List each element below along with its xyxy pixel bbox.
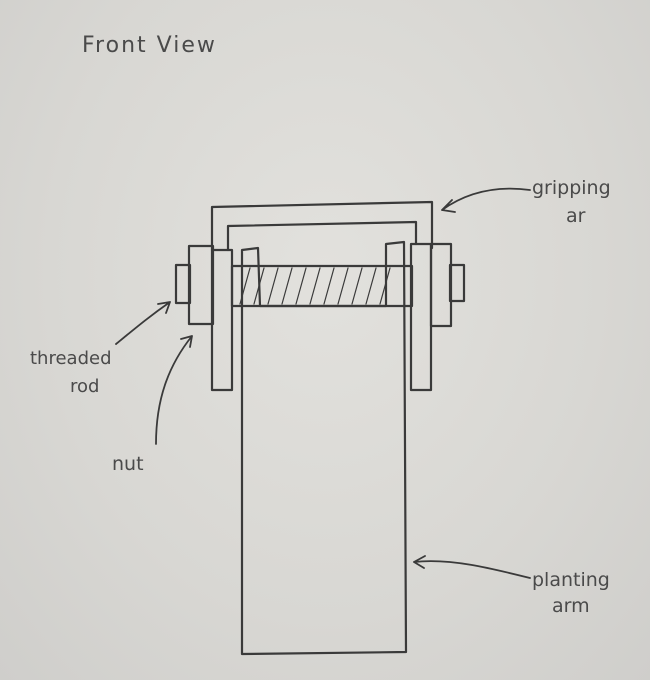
nut-arrow [155,335,193,445]
right-nut-cap [448,263,466,303]
right-nut [429,242,453,328]
planting-arm-label-line1: planting [532,569,610,591]
left-side-plate [210,248,234,392]
threaded-rod-arrow [115,301,171,345]
gripping-arm-outer [210,200,434,252]
left-nut-cap [174,263,192,305]
diagram-title: Front View [82,33,217,58]
gripping-arm-inner [226,220,418,252]
gripping-arm-label-line2: ar [566,205,586,227]
right-side-plate [409,242,433,392]
gripping-arm-arrow [441,187,531,213]
threaded-rod-label-line1: threaded [30,348,112,369]
left-nut [187,244,215,326]
planting-arm [240,240,408,656]
planting-arm-arrow [413,555,531,579]
rod-threads [239,267,391,305]
nut-label: nut [112,453,144,475]
planting-arm-label-line2: arm [552,595,590,617]
threaded-rod-label-line2: rod [70,376,99,397]
gripping-arm-label-line1: gripping [532,177,611,199]
